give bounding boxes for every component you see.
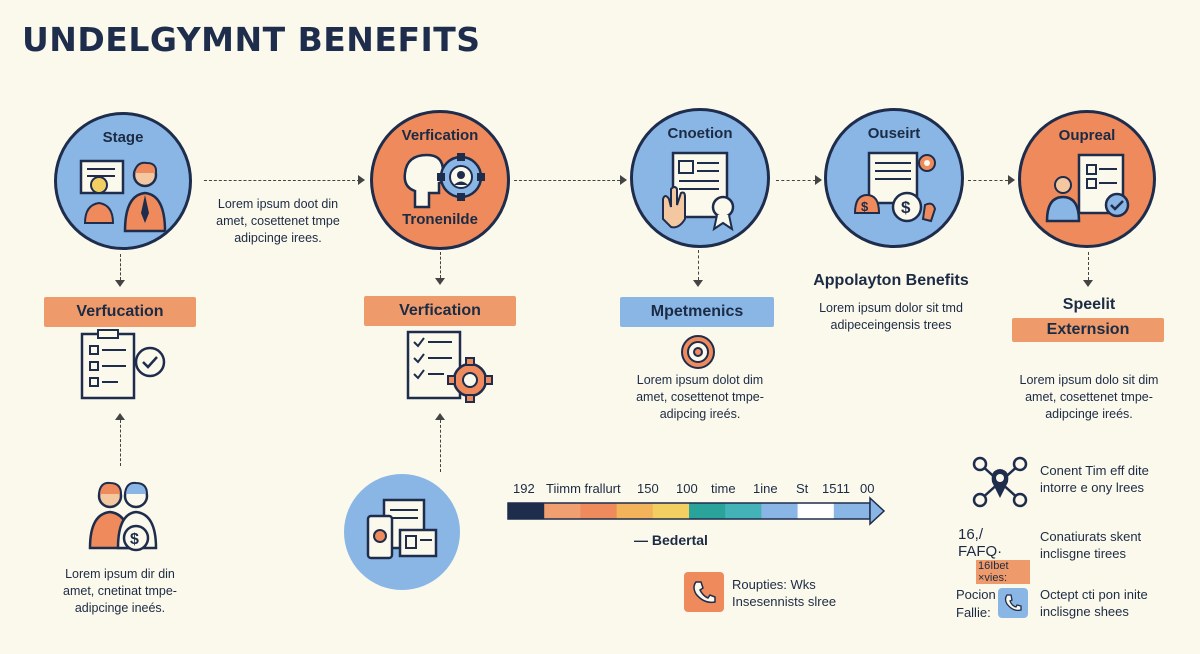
stage-circle-4: Ouseirt $ $ (824, 108, 964, 248)
svg-text:$: $ (861, 199, 869, 214)
stage-circle-1: Stage (54, 112, 192, 250)
timeline-segment (508, 503, 545, 519)
connector-4-5 (968, 180, 1008, 181)
timeline-legend: — Bedertal (634, 532, 708, 548)
timeline-arrowhead (869, 496, 886, 526)
side-item-1: Conent Tim eff dite intorre e ony lrees (1040, 463, 1149, 495)
timeline-segment (689, 503, 726, 519)
target-icon (681, 335, 715, 369)
timeline-label: St (796, 481, 809, 496)
timeline-label: 1ine (753, 481, 778, 496)
team-presentation-icon (79, 159, 167, 233)
arrow-right-icon (815, 175, 822, 185)
stage-5-label: Oupreal (1058, 127, 1116, 144)
checklist-icon (80, 329, 166, 400)
faq-tag-line2: 16Ibet ×vies: (976, 560, 1030, 584)
connector-down-1 (120, 254, 121, 280)
timeline-bar (507, 496, 886, 526)
stage-circle-3: Cnoetion (630, 108, 770, 248)
checklist-gear-icon (406, 330, 493, 403)
col3-text: Lorem ipsum dolot dim amet, cosettenot t… (636, 373, 764, 421)
phone-call-icon[interactable] (998, 588, 1028, 618)
stage-2-sublabel: Tronenilde (402, 211, 478, 228)
roupties-line2: Insesennists slree (732, 594, 837, 609)
approval-checklist-icon (1045, 153, 1130, 223)
col4-heading: Appolayton Benefits (813, 272, 969, 289)
arrow-down-icon (693, 280, 703, 287)
col5-text: Lorem ipsum dolo sit dim amet, cosettene… (1019, 373, 1159, 421)
timeline-label: 192 (513, 481, 535, 496)
connector-down-3 (698, 250, 699, 280)
stage-3-label: Cnoetion (667, 125, 733, 142)
connector-down-2 (440, 252, 441, 278)
timeline-segment (544, 503, 581, 519)
timeline-label: 150 (637, 481, 659, 496)
connector-2-3 (514, 180, 620, 181)
stage-2-label: Verfication (401, 127, 479, 144)
timeline-segment (833, 503, 871, 519)
devices-circle (344, 474, 460, 590)
pocion-tag: Pocion Fallie: (956, 587, 996, 620)
svg-text:$: $ (901, 198, 911, 217)
mpetmenics-label: Mpetmenics (620, 297, 774, 327)
col4-text: Lorem ipsum dolor sit tmd adipeceingensi… (819, 301, 963, 332)
arrow-right-icon (620, 175, 627, 185)
timeline-segment (616, 503, 654, 519)
stage-circle-2: Verfication Tronenilde (370, 110, 510, 250)
faq-tag: 16,/ FAFQ· 16Ibet ×vies: (958, 526, 1030, 584)
timeline-label: 100 (676, 481, 698, 496)
roupties-feature[interactable]: Roupties: Wks Insesennists slree (684, 572, 874, 616)
arrow-right-icon (1008, 175, 1015, 185)
extension-label: Externsion (1012, 318, 1164, 342)
document-certificate-icon (662, 151, 735, 232)
faq-tag-line1: 16,/ FAFQ· (958, 526, 1003, 560)
svg-text:$: $ (130, 531, 139, 548)
people-money-icon: $ (88, 481, 158, 552)
stage-4-label: Ouseirt (867, 125, 921, 142)
timeline-label: time (711, 481, 736, 496)
connector-up-1 (120, 420, 121, 466)
phone-document-icon (366, 498, 438, 560)
connector-3-4 (776, 180, 816, 181)
col5-heading: Speelit (1062, 296, 1116, 313)
location-network-icon (972, 456, 1028, 508)
timeline-segment (580, 503, 618, 519)
arrow-down-icon (115, 280, 125, 287)
timeline-segment (652, 503, 690, 519)
connector-down-5 (1088, 252, 1089, 280)
timeline-label: 1511 (822, 481, 850, 496)
timeline-label: Tiimm frallurt (546, 481, 621, 496)
arrow-right-icon (358, 175, 365, 185)
timeline-segment (797, 503, 835, 519)
side-item-3: Octept cti pon inite inclisgne shees (1040, 587, 1148, 619)
arrow-down-icon (435, 278, 445, 285)
connector-text: Lorem ipsum doot din amet, cosettenet tm… (216, 197, 340, 245)
side-item-2: Conatiurats skent inclisgne tirees (1040, 529, 1142, 561)
roupties-line1: Roupties: Wks (732, 577, 816, 592)
arrow-up-icon (435, 413, 445, 420)
timeline-label: 00 (860, 481, 875, 496)
verification-label: Verfication (364, 296, 516, 326)
verfucation-label: Verfucation (44, 297, 196, 327)
timeline-segment (725, 503, 762, 519)
phone-icon (684, 572, 724, 612)
col1-bottom-text: Lorem ipsum dir din amet, cnetinat tmpe-… (63, 567, 177, 615)
timeline-segment (761, 503, 799, 519)
arrow-down-icon (1083, 280, 1093, 287)
finance-document-icon: $ $ (853, 151, 937, 223)
head-gear-icon (403, 153, 485, 209)
stage-1-label: Stage (102, 129, 144, 146)
arrow-up-icon (115, 413, 125, 420)
connector-1-2 (204, 180, 360, 181)
page-title: UNDELGYMNT BENEFITS (22, 20, 481, 59)
stage-circle-5: Oupreal (1018, 110, 1156, 248)
connector-up-2 (440, 420, 441, 472)
